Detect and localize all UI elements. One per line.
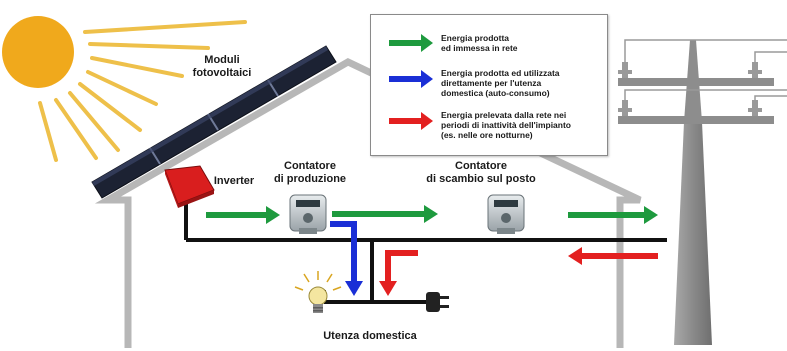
power-pole-icon bbox=[618, 39, 787, 345]
bulb-icon bbox=[294, 271, 342, 313]
exchange-meter-label: Contatore di scambio sul posto bbox=[426, 160, 536, 185]
legend-blue-arrow-icon bbox=[389, 70, 433, 88]
inverter-icon bbox=[164, 165, 215, 208]
green-arrow-icon bbox=[206, 205, 658, 224]
pv-modules-label: Moduli fotovoltaici bbox=[192, 54, 252, 79]
house-outline bbox=[94, 58, 642, 348]
legend: Energia prodotta ed immessa in rete Ener… bbox=[370, 14, 608, 156]
plug-icon bbox=[426, 292, 449, 312]
red-arrow-icon bbox=[379, 247, 658, 296]
meter-icon bbox=[487, 194, 525, 234]
legend-item-grid-withdrawal: Energia prelevata dalla rete nei periodi… bbox=[441, 110, 572, 140]
blue-arrow-icon bbox=[330, 221, 363, 296]
meter-icon bbox=[289, 194, 327, 234]
production-meter-label: Contatore di produzione bbox=[273, 160, 347, 185]
legend-green-arrow-icon bbox=[389, 34, 433, 52]
solar-panel-icon bbox=[91, 45, 337, 199]
legend-red-arrow-icon bbox=[389, 112, 433, 130]
sun-icon bbox=[2, 16, 247, 162]
legend-arrows bbox=[389, 34, 433, 130]
inverter-label: Inverter bbox=[213, 175, 255, 187]
household-label: Utenza domestica bbox=[323, 330, 417, 342]
legend-item-self-consumption: Energia prodotta ed utilizzata direttame… bbox=[441, 68, 560, 98]
legend-item-produced-exported: Energia prodotta ed immessa in rete bbox=[441, 33, 518, 53]
